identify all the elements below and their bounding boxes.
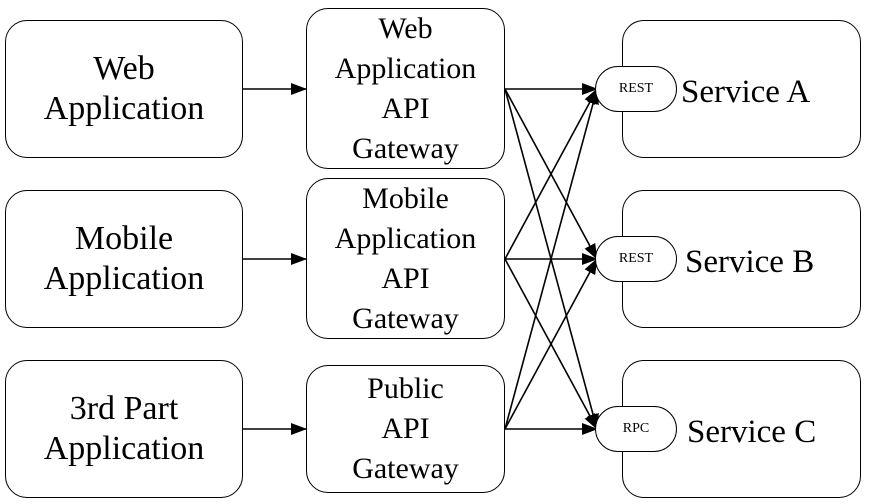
gateway-label-line: Application bbox=[334, 221, 477, 255]
web-application-api-gateway-box: Web Application API Gateway bbox=[306, 8, 505, 169]
gateway-label-line: Public bbox=[367, 372, 444, 405]
client-label-line: 3rd Part bbox=[69, 390, 179, 427]
arrow-public-gw-to-service-b bbox=[504, 258, 598, 430]
gateway-label-line: API bbox=[381, 412, 430, 445]
service-label: Service A bbox=[681, 74, 811, 110]
service-label: Service B bbox=[685, 244, 815, 280]
mobile-application-box: Mobile Application bbox=[5, 190, 243, 328]
gateway-label-line: Application bbox=[334, 51, 477, 85]
gateway-label-line: Gateway bbox=[352, 131, 459, 165]
gateway-label-line: Gateway bbox=[352, 452, 459, 485]
protocol-badge-service-b: REST bbox=[595, 236, 677, 282]
web-application-box: Web Application bbox=[5, 20, 243, 158]
arrow-public-gw-to-service-a bbox=[504, 88, 599, 430]
protocol-badge-service-a: REST bbox=[595, 66, 677, 112]
gateway-label-line: API bbox=[381, 261, 430, 295]
gateway-label-line: Mobile bbox=[362, 181, 449, 215]
arrow-mobile-gw-to-service-a bbox=[504, 88, 598, 260]
service-b-box: Service B bbox=[622, 190, 861, 328]
mobile-application-api-gateway-box: Mobile Application API Gateway bbox=[306, 178, 505, 339]
client-label-line: Mobile bbox=[74, 220, 174, 257]
client-label-line: Application bbox=[43, 260, 205, 297]
client-label-line: Application bbox=[43, 430, 205, 467]
third-party-application-box: 3rd Part Application bbox=[5, 360, 243, 498]
service-label: Service C bbox=[687, 414, 817, 450]
client-label-line: Web bbox=[93, 50, 155, 87]
client-label-line: Application bbox=[43, 90, 205, 127]
protocol-badge-service-c: RPC bbox=[595, 406, 677, 452]
gateway-label-line: Web bbox=[378, 11, 433, 45]
gateway-label-line: Gateway bbox=[352, 301, 459, 335]
public-api-gateway-box: Public API Gateway bbox=[306, 365, 505, 493]
gateway-label-line: API bbox=[381, 91, 430, 125]
